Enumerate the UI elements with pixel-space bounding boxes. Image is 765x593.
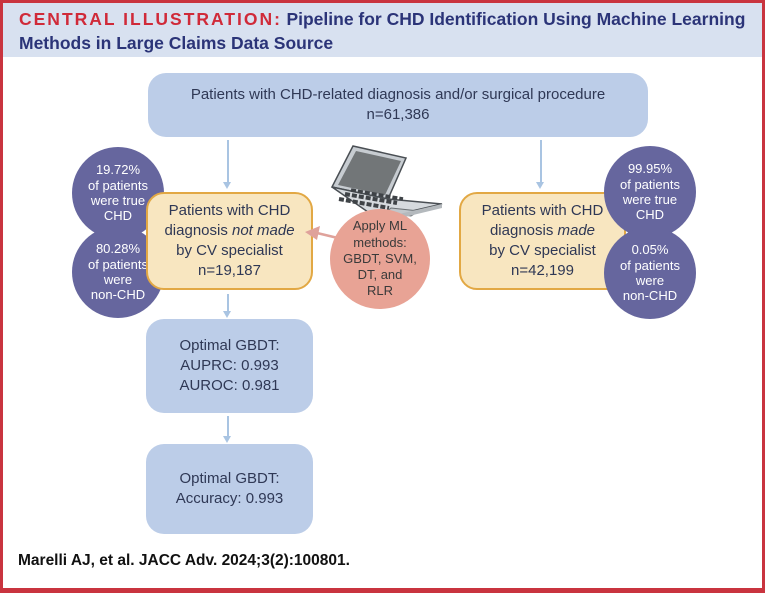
stat-circle-right-non-chd: 0.05% of patients were non-CHD xyxy=(604,227,696,319)
arrow-top-to-right-icon xyxy=(537,140,543,189)
right-cohort-line1: Patients with CHD xyxy=(481,201,604,219)
result-box-accuracy: Optimal GBDT: Accuracy: 0.993 xyxy=(146,444,313,534)
stat-circle-right-true-chd: 99.95% of patients were true CHD xyxy=(604,146,696,238)
left-cohort-line2: diagnosis not made xyxy=(164,221,295,239)
laptop-icon xyxy=(330,145,443,223)
right-cohort-count: n=42,199 xyxy=(511,262,574,280)
right-cohort-line2: diagnosis made xyxy=(489,221,596,239)
header-label: CENTRAL ILLUSTRATION: xyxy=(19,9,282,29)
arrow-top-to-left-icon xyxy=(224,140,230,189)
citation: Marelli AJ, et al. JACC Adv. 2024;3(2):1… xyxy=(18,552,350,569)
ml-methods-circle: Apply ML methods: GBDT, SVM, DT, and RLR xyxy=(330,209,430,309)
arrow-left-to-metrics-icon xyxy=(224,294,230,318)
figure-header: CENTRAL ILLUSTRATION: Pipeline for CHD I… xyxy=(3,3,762,57)
right-cohort-box: Patients with CHD diagnosis made by CV s… xyxy=(459,192,626,290)
left-cohort-count: n=19,187 xyxy=(198,262,261,280)
left-cohort-box: Patients with CHD diagnosis not made by … xyxy=(146,192,313,290)
result-box-metrics: Optimal GBDT: AUPRC: 0.993 AUROC: 0.981 xyxy=(146,319,313,413)
top-cohort-box: Patients with CHD-related diagnosis and/… xyxy=(148,73,648,137)
page-title: Pipeline for CHD Identification Using Ma… xyxy=(19,9,746,53)
left-cohort-line1: Patients with CHD xyxy=(168,201,291,219)
right-cohort-line3: by CV specialist xyxy=(489,242,596,259)
arrow-metrics-to-accuracy-icon xyxy=(224,416,230,443)
left-cohort-line3: by CV specialist xyxy=(176,242,283,259)
